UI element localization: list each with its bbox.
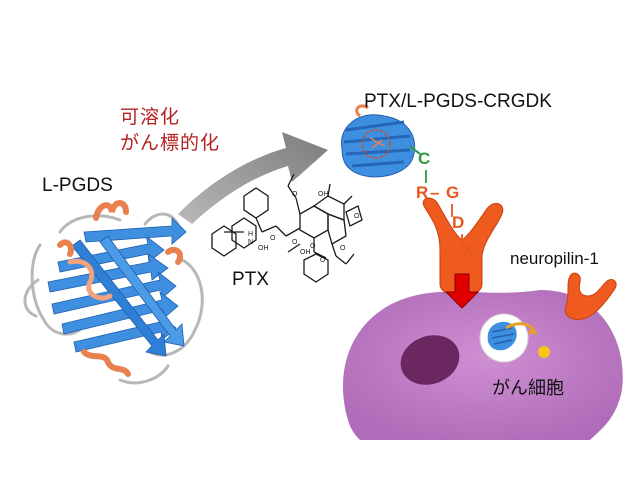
alpha-helices (57, 200, 184, 377)
svg-text:OH: OH (300, 249, 311, 256)
ptx-structure (211, 173, 363, 283)
svg-text:O: O (320, 257, 326, 264)
svg-text:OH: OH (318, 191, 329, 198)
neuropilin-receptor-main (422, 197, 504, 297)
drug-label: PTX (232, 269, 269, 290)
svg-text:O: O (340, 245, 346, 252)
peptide-residue-g: G (446, 183, 460, 202)
process-label-solubilization: 可溶化 (120, 106, 181, 128)
svg-text:O: O (354, 213, 360, 220)
cell-nucleus (400, 335, 460, 385)
peptide-dash-4: | (460, 231, 464, 247)
cancer-cell-label: がん細胞 (492, 378, 564, 399)
peptide-residue-r: R (416, 183, 429, 202)
neuropilin-receptor-side (564, 272, 617, 320)
beta-strands (47, 217, 187, 357)
peptide-dash-3: | (450, 201, 454, 217)
peptide-residue-c: C (418, 149, 431, 168)
process-label-targeting: がん標的化 (120, 132, 221, 154)
peptide-dash-2: – (430, 183, 440, 202)
svg-text:O: O (292, 191, 298, 198)
internal-complex-icon (487, 321, 538, 351)
cell-body (342, 290, 623, 440)
svg-text:O: O (270, 235, 276, 242)
svg-text:O: O (310, 243, 316, 250)
entry-arrow (444, 273, 480, 309)
svg-text:OH: OH (258, 245, 269, 252)
receptor-label: neuropilin-1 (510, 249, 599, 268)
svg-text:O: O (292, 239, 298, 246)
peptide-residue-d: D (452, 213, 465, 232)
drug-release-dot (538, 346, 550, 358)
peptide-dash-1: | (424, 167, 428, 183)
svg-text:H: H (248, 231, 253, 238)
svg-text:N: N (248, 239, 253, 246)
l-pgds-ribbon (23, 200, 204, 385)
process-arrow (178, 132, 328, 224)
complex-icon (341, 104, 421, 178)
ptx-atom-labels: N H OH O O O OH O OH O O O (248, 191, 360, 264)
peptide-residue-k: K (462, 241, 475, 260)
protein-label: L-PGDS (42, 175, 113, 196)
complex-label: PTX/L-PGDS-CRGDK (364, 91, 552, 112)
